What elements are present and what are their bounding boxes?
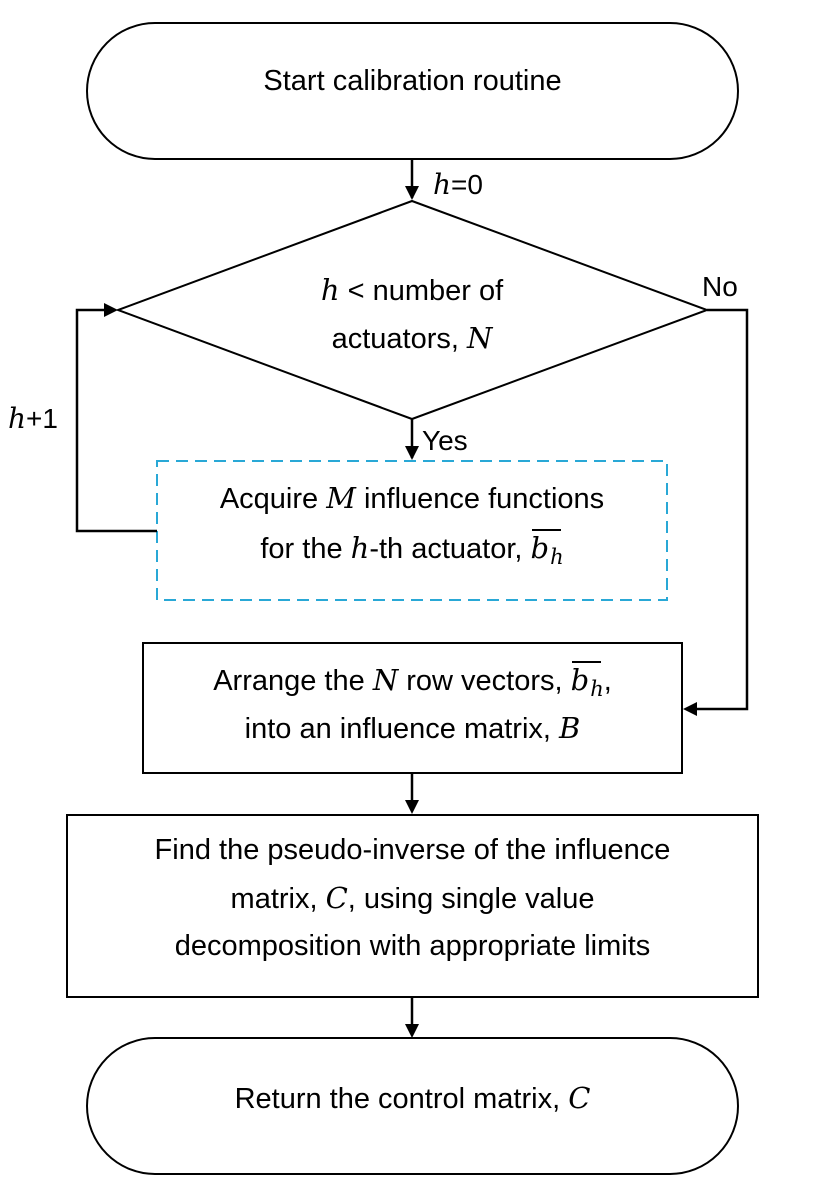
decision-line1: h < number of — [212, 266, 612, 315]
init-label: h=0 — [433, 168, 483, 202]
decision-line2: actuators, N — [212, 314, 612, 363]
return-label: Return the control matrix, C — [87, 1074, 738, 1123]
decision-line2-text: actuators, — [331, 323, 468, 355]
arrange-vector-b-h: bh — [571, 656, 604, 713]
arrange-line2: into an influence matrix, B — [143, 704, 682, 753]
init-var: h — [433, 168, 452, 201]
acquire-vector-bar — [531, 529, 561, 531]
start-label: Start calibration routine — [87, 57, 738, 105]
arrange-var-n: N — [372, 663, 399, 697]
arrange-vector-post: , — [603, 665, 612, 697]
increment-rest: +1 — [26, 403, 58, 434]
acquire-line2-pre: for the — [260, 533, 351, 565]
arrange-line2-pre: into an influence matrix, — [244, 713, 559, 745]
decision-line1-rest: < number of — [339, 275, 504, 307]
pseudo-line2: matrix, C, using single value — [67, 874, 758, 923]
no-label: No — [702, 270, 738, 304]
arrange-var-b: B — [559, 711, 581, 745]
init-rest: =0 — [451, 169, 483, 200]
arrange-vector-base: b — [570, 663, 590, 697]
acquire-line1: Acquire M influence functions — [157, 474, 667, 523]
acquire-line2-mid: -th actuator, — [369, 533, 531, 565]
pseudo-line2-post: , using single value — [347, 883, 595, 915]
pseudo-line3-text: decomposition with appropriate limits — [174, 930, 651, 962]
pseudo-line1: Find the pseudo-inverse of the influence — [67, 826, 758, 874]
no-text: No — [702, 271, 738, 302]
increment-label: h+1 — [8, 402, 58, 436]
acquire-vector-base: b — [530, 531, 550, 565]
arrange-vector-bar — [571, 661, 601, 663]
pseudo-line3: decomposition with appropriate limits — [67, 922, 758, 970]
acquire-box-shape — [156, 460, 668, 601]
arrange-line1-post: row vectors, — [398, 665, 571, 697]
acquire-line1-pre: Acquire — [219, 483, 327, 515]
decision-var-n: N — [467, 321, 493, 355]
pseudo-var-c: C — [325, 881, 348, 915]
no-branch-connector — [696, 308, 749, 711]
acquire-vector-sub: h — [550, 545, 564, 569]
start-text: Start calibration routine — [263, 65, 562, 97]
loop-back-connector — [75, 308, 157, 533]
decision-var-h: h — [320, 273, 340, 307]
yes-text: Yes — [422, 425, 468, 456]
arrange-line1-pre: Arrange the — [213, 665, 373, 697]
return-text-pre: Return the control matrix, — [234, 1083, 569, 1115]
acquire-var-m: M — [326, 481, 356, 515]
return-terminator-shape — [86, 1037, 739, 1175]
acquire-var-h: h — [350, 531, 370, 565]
acquire-vector-b-h: bh — [531, 524, 564, 581]
increment-var: h — [8, 402, 27, 435]
acquire-line2: for the h-th actuator, bh — [157, 524, 667, 581]
acquire-line1-post: influence functions — [355, 483, 605, 515]
pseudo-line2-pre: matrix, — [230, 883, 326, 915]
pseudo-line1-text: Find the pseudo-inverse of the influence — [154, 834, 671, 866]
arrange-line1: Arrange the N row vectors, bh, — [143, 656, 682, 713]
yes-label: Yes — [422, 424, 468, 458]
return-var-c: C — [568, 1081, 591, 1115]
arrange-vector-sub: h — [590, 677, 604, 701]
